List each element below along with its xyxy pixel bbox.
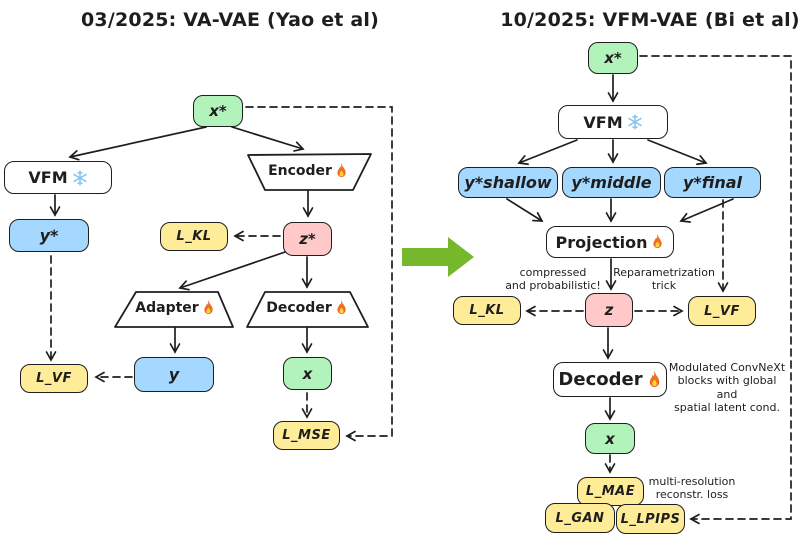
node-label: Encoder	[268, 163, 332, 179]
left-node-l-vf: L_VF	[20, 364, 88, 393]
node-label: x	[605, 429, 615, 448]
node-label: Decoder	[558, 369, 643, 390]
right-node-y-final: y*final	[664, 167, 761, 198]
node-label: z*	[299, 230, 316, 248]
annotation-reconstruction-note: multi-resolution reconstr. loss	[648, 475, 736, 502]
node-label: y*middle	[571, 173, 652, 192]
annotation-reparametrization: Reparametrization trick	[613, 266, 715, 293]
left-node-y: y	[134, 357, 214, 392]
left-encoder-trapezoid	[247, 153, 372, 191]
left-trapezoids	[114, 153, 372, 328]
left-encoder-label: Encoder	[258, 159, 358, 183]
arrow-zstar-to-adapter	[178, 250, 289, 291]
node-label: x	[302, 364, 313, 383]
node-label: y*shallow	[464, 173, 552, 192]
right-solid-arrows	[506, 74, 734, 421]
right-node-l-vf: L_VF	[688, 296, 756, 326]
left-decoder-trapezoid	[246, 291, 369, 328]
arrow-vfm-to-yfinal	[647, 139, 708, 166]
arrow-xstar-to-encoder	[231, 126, 305, 152]
annotation-compressed: compressed and probabilistic!	[505, 266, 601, 293]
node-label: L_KL	[176, 229, 212, 244]
node-label: Adapter	[135, 300, 199, 316]
node-label: VFM	[583, 112, 623, 132]
left-decoder-label: Decoder	[251, 296, 363, 320]
flame-icon	[335, 300, 348, 316]
arrow-yshallow-to-projection	[506, 198, 544, 222]
node-label: VFM	[28, 168, 68, 187]
node-label: L_MAE	[585, 484, 636, 499]
right-diagram-title: 10/2025: VFM-VAE (Bi et al)	[500, 9, 800, 31]
flame-icon	[647, 371, 662, 389]
node-label: y	[168, 365, 180, 384]
node-label: y*	[39, 226, 59, 245]
snowflake-icon	[627, 114, 643, 130]
right-node-x: x	[585, 423, 635, 454]
left-node-y-star: y*	[9, 219, 89, 252]
left-solid-arrows	[49, 126, 314, 354]
arrow-xstar-to-lpips-feedback	[639, 55, 792, 525]
right-node-y-shallow: y*shallow	[458, 167, 558, 198]
right-node-l-kl: L_KL	[453, 296, 521, 325]
arrow-yfinal-to-projection	[679, 198, 734, 223]
arrow-xstar-to-lmse-feedback	[245, 106, 393, 442]
left-node-l-kl: L_KL	[160, 222, 228, 251]
right-node-vfm: VFM	[558, 105, 668, 139]
left-node-vfm: VFM	[4, 161, 112, 194]
flame-icon	[202, 300, 215, 316]
right-node-z: z	[585, 293, 633, 327]
snowflake-icon	[72, 170, 88, 186]
transition-arrow	[402, 237, 474, 277]
arrow-xstar-to-vfm	[68, 126, 207, 161]
node-label: L_KL	[469, 303, 505, 318]
node-label: L_GAN	[555, 510, 605, 526]
left-adapter-trapezoid	[114, 291, 234, 328]
node-label: y*final	[682, 173, 743, 192]
left-node-z-star: z*	[283, 222, 332, 256]
right-node-l-lpips: L_LPIPS	[616, 504, 685, 534]
right-dashed-arrows	[525, 55, 792, 525]
left-node-x-star: x*	[193, 95, 243, 127]
node-label: z	[604, 301, 614, 319]
right-node-x-star: x*	[588, 42, 638, 74]
node-label: L_LPIPS	[620, 511, 681, 527]
right-node-l-gan: L_GAN	[545, 503, 615, 533]
annotation-decoder-note: Modulated ConvNeXt blocks with global an…	[668, 361, 786, 415]
right-node-decoder: Decoder	[553, 362, 667, 397]
right-node-l-mae: L_MAE	[577, 477, 644, 506]
node-label: Decoder	[266, 300, 332, 316]
left-adapter-label: Adapter	[127, 296, 223, 320]
node-label: x*	[604, 49, 622, 67]
arrow-vfm-to-yshallow	[517, 139, 578, 166]
left-node-l-mse: L_MSE	[273, 421, 340, 450]
node-label: Projection	[555, 232, 648, 252]
left-diagram-title: 03/2025: VA-VAE (Yao et al)	[81, 9, 379, 31]
left-node-x: x	[283, 357, 332, 390]
node-label: L_MSE	[282, 428, 331, 443]
flame-icon	[335, 163, 348, 179]
left-dashed-arrows	[45, 106, 393, 442]
right-node-y-middle: y*middle	[562, 167, 661, 198]
node-label: L_VF	[36, 371, 72, 386]
right-node-projection: Projection	[546, 226, 674, 258]
flame-icon	[651, 234, 664, 250]
node-label: L_VF	[704, 303, 740, 319]
node-label: x*	[209, 102, 227, 120]
